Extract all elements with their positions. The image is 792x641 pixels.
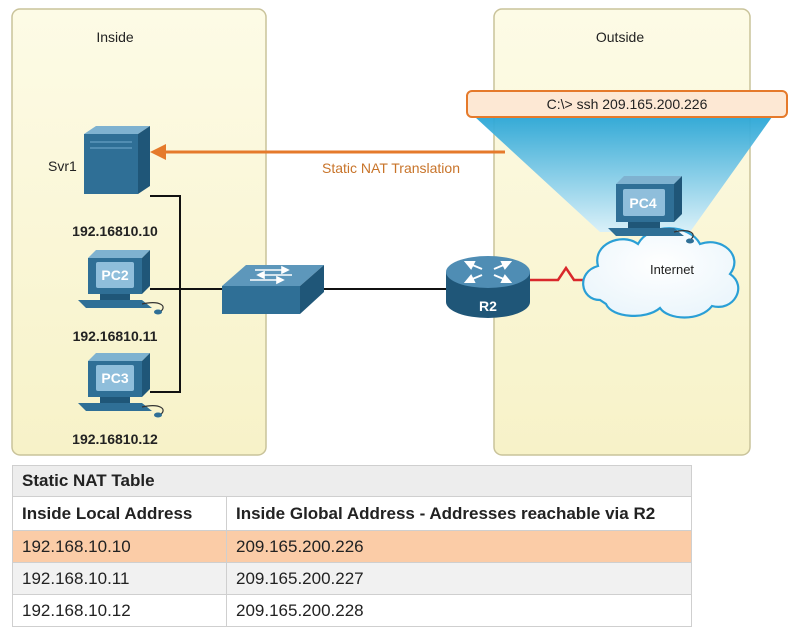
link-svr1-switch: [150, 195, 181, 289]
header-inside-global: Inside Global Address - Addresses reacha…: [226, 496, 692, 531]
table-row: 192.168.10.11 209.165.200.227: [12, 562, 692, 595]
outside-zone-label: Outside: [596, 29, 644, 45]
router-r2-icon: [446, 256, 530, 318]
network-diagram: Inside Outside C:\> ssh 209.165.200.226 …: [11, 8, 788, 456]
command-text: C:\> ssh 209.165.200.226: [547, 96, 708, 112]
pc4-icon: [608, 176, 694, 244]
server-svr1-icon: [84, 126, 150, 194]
static-nat-table: Static NAT Table Inside Local Address In…: [12, 465, 692, 627]
table-title-row: Static NAT Table: [12, 465, 692, 497]
table-row: 192.168.10.12 209.165.200.228: [12, 594, 692, 627]
header-inside-local: Inside Local Address: [12, 496, 227, 531]
internet-cloud-icon: [582, 227, 740, 319]
inside-local-cell: 192.168.10.11: [12, 562, 227, 595]
router-r2-name: R2: [479, 298, 497, 314]
pc2-ip: 192.16810.11: [73, 328, 158, 344]
pc3-name: PC3: [101, 370, 128, 386]
inside-zone-label: Inside: [96, 29, 134, 45]
command-box: C:\> ssh 209.165.200.226: [466, 90, 788, 118]
static-nat-arrow: [150, 144, 505, 160]
inside-local-cell: 192.168.10.10: [12, 530, 227, 563]
table-header-row: Inside Local Address Inside Global Addre…: [12, 496, 692, 531]
link-pc3-switch: [150, 289, 181, 393]
links: [150, 195, 446, 393]
table-title: Static NAT Table: [12, 465, 692, 497]
pc2-icon: [78, 250, 164, 315]
inside-global-cell: 209.165.200.227: [226, 562, 692, 595]
table-row: 192.168.10.10 209.165.200.226: [12, 530, 692, 563]
inside-local-cell: 192.168.10.12: [12, 594, 227, 627]
pc2-name: PC2: [101, 267, 128, 283]
inside-global-cell: 209.165.200.226: [226, 530, 692, 563]
pc3-icon: [78, 353, 164, 418]
switch-icon: [222, 265, 324, 314]
translation-label: Static NAT Translation: [322, 160, 460, 176]
inside-global-cell: 209.165.200.228: [226, 594, 692, 627]
inside-zone: Inside: [11, 8, 267, 456]
pc3-ip: 192.16810.12: [72, 431, 158, 447]
server-svr1-ip: 192.16810.10: [72, 223, 158, 239]
pc4-name: PC4: [629, 195, 656, 211]
server-svr1-name: Svr1: [48, 158, 77, 174]
internet-label: Internet: [650, 262, 694, 277]
command-beam: [475, 117, 772, 232]
